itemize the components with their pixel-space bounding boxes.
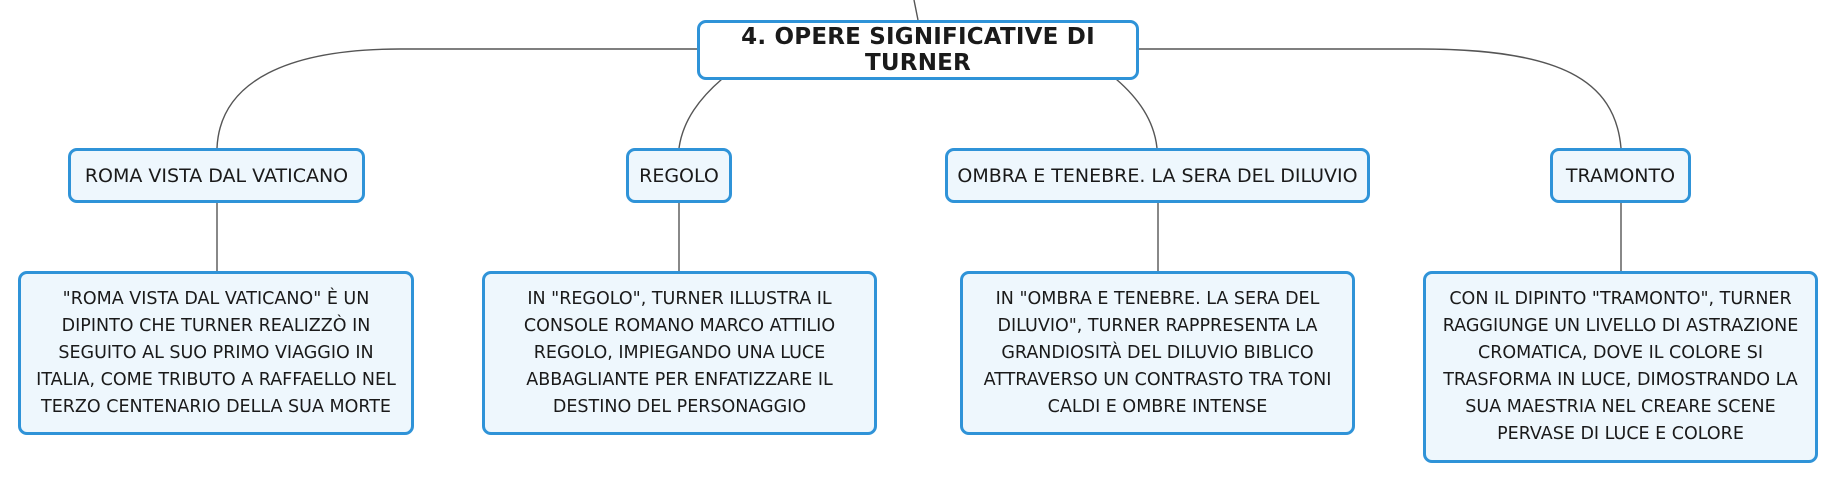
desc-node-tramonto[interactable]: CON IL DIPINTO "TRAMONTO", TURNER RAGGIU… [1423, 271, 1818, 463]
desc-text-ombra: IN "OMBRA E TENEBRE. LA SERA DEL DILUVIO… [983, 288, 1332, 417]
connector-root-to-ombra [1115, 78, 1158, 149]
branch-title-ombra: OMBRA E TENEBRE. LA SERA DEL DILUVIO [957, 164, 1358, 187]
root-node[interactable]: 4. OPERE SIGNIFICATIVE DI TURNER [697, 20, 1139, 80]
connector-root-to-roma [216, 48, 697, 149]
desc-text-regolo: IN "REGOLO", TURNER ILLUSTRA IL CONSOLE … [523, 288, 836, 417]
branch-node-regolo[interactable]: REGOLO [626, 148, 732, 203]
desc-node-regolo[interactable]: IN "REGOLO", TURNER ILLUSTRA IL CONSOLE … [482, 271, 877, 435]
desc-node-roma[interactable]: "ROMA VISTA DAL VATICANO" È UN DIPINTO C… [18, 271, 414, 435]
connector-root-to-regolo [678, 78, 723, 149]
root-label: 4. OPERE SIGNIFICATIVE DI TURNER [741, 24, 1095, 76]
connector-from-parent [913, 0, 919, 21]
desc-text-tramonto: CON IL DIPINTO "TRAMONTO", TURNER RAGGIU… [1442, 289, 1799, 444]
desc-text-roma: "ROMA VISTA DAL VATICANO" È UN DIPINTO C… [36, 288, 396, 417]
branch-node-tramonto[interactable]: TRAMONTO [1550, 148, 1691, 203]
branch-node-ombra[interactable]: OMBRA E TENEBRE. LA SERA DEL DILUVIO [945, 148, 1370, 203]
connector-root-to-tramonto [1139, 48, 1622, 149]
branch-title-tramonto: TRAMONTO [1565, 164, 1676, 187]
branch-title-regolo: REGOLO [639, 164, 719, 187]
branch-node-roma[interactable]: ROMA VISTA DAL VATICANO [68, 148, 365, 203]
branch-title-roma: ROMA VISTA DAL VATICANO [84, 164, 349, 187]
desc-node-ombra[interactable]: IN "OMBRA E TENEBRE. LA SERA DEL DILUVIO… [960, 271, 1355, 435]
